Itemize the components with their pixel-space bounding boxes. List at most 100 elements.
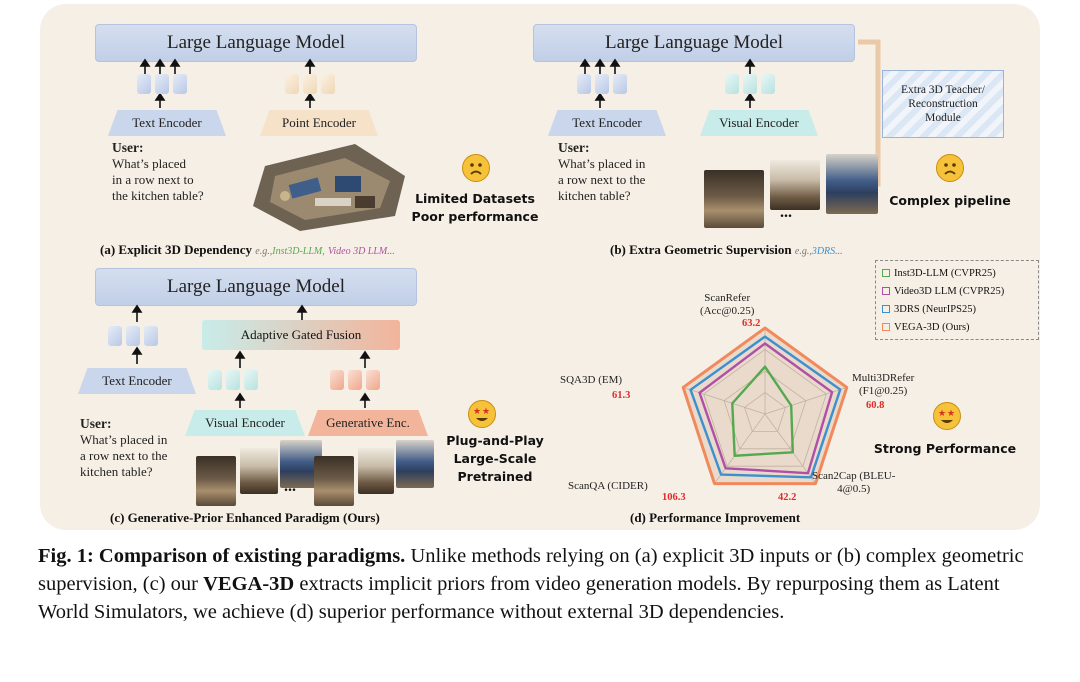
panel-b-note: Complex pipeline [889,193,1011,208]
query-line: kitchen table? [558,188,631,203]
axis-label-scan2cap: Scan2Cap (BLEU- 4@0.5) [812,470,895,496]
panel-d-note: Strong Performance [873,441,1017,456]
teacher-line: Module [925,112,961,124]
panel-b-text-encoder: Text Encoder [548,110,666,136]
panel-b-text-tokens [577,74,627,94]
legend-label: 3DRS (NeurIPS25) [894,303,976,315]
figure-caption-text: Unlike methods relying on (a) explicit 3… [38,545,1024,595]
axis-label-sqa3d: SQA3D (EM) [560,374,623,386]
axis-label-line: 4@0.5) [837,483,871,495]
panel-c-note: Plug-and-Play Large-Scale Pretrained [420,432,570,486]
radar-series-video3d-llm-cvpr25 [698,342,834,475]
panel-a-point-tokens [285,74,335,94]
radar-chart [681,326,849,486]
note-line: Plug-and-Play [446,433,544,448]
value-label-scanqa: 106.3 [662,492,686,503]
panel-c-generative-encoder: Generative Enc. [308,410,428,436]
svg-text:★: ★ [473,406,481,416]
figure-caption-bold: VEGA-3D [203,573,295,595]
legend-label: Video3D LLM (CVPR25) [894,285,1005,297]
note-line: Limited Datasets [415,191,535,206]
caption-text: (b) Extra Geometric Supervision [610,242,792,257]
panel-b-llm-box: Large Language Model [533,24,855,62]
panel-c-arrows [131,304,371,408]
panel-c-generative-tokens [330,370,380,390]
query-line: What’s placed [112,156,186,171]
user-label: User: [112,140,144,155]
panel-c-text-encoder: Text Encoder [78,368,196,394]
panel-b-caption: (b) Extra Geometric Supervision e.g.,3DR… [610,242,843,258]
axis-label-multi3drefer: Multi3DRefer (F1@0.25) [852,372,914,398]
panel-a-text-tokens [137,74,187,94]
panel-a-text-encoder: Text Encoder [108,110,226,136]
eg-label: e.g., [794,246,812,257]
axis-label-line: (Acc@0.25) [700,305,755,317]
radar-series-vega-3d-ours [681,326,849,486]
legend-item: VEGA-3D (Ours) [882,318,1032,336]
legend-label: Inst3D-LLM (CVPR25) [894,267,996,279]
eg-inst3d: Inst3D-LLM, [272,246,325,257]
panel-a-user-query: User: What’s placed in a row next to the… [112,140,204,204]
radar-grid-ring [744,392,786,432]
video-frame-image [314,456,354,506]
caption-text: (a) Explicit 3D Dependency [100,242,253,257]
eg-ellipsis: ... [387,246,395,257]
radar-series-inst3d-llm-cvpr25 [731,365,795,457]
video-frame-image [358,448,394,494]
value-label-scanrefer: 63.2 [742,318,761,329]
axis-label-scanrefer: ScanRefer (Acc@0.25) [700,292,754,318]
eg-video3d: Video 3D LLM [328,246,388,257]
panel-c-ellipsis: ... [284,478,296,495]
query-line: a row next to the [558,172,646,187]
panel-c-user-query: User: What’s placed in a row next to the… [80,416,167,480]
panel-c-text-tokens [108,326,158,346]
sad-face-icon [936,154,964,182]
query-line: kitchen table? [80,464,153,479]
panel-c-visual-tokens [208,370,258,390]
legend-item: Video3D LLM (CVPR25) [882,282,1032,300]
panel-c-visual-encoder: Visual Encoder [185,410,305,436]
query-line: a row next to the [80,448,168,463]
panel-b-user-query: User: What’s placed in a row next to the… [558,140,645,204]
svg-text:★: ★ [947,408,955,418]
figure-caption-text: extracts implicit priors from video gene… [38,573,1000,623]
figure-panel: Large Language Model Text Encoder Point … [40,4,1040,530]
panel-b-ellipsis: ... [780,204,792,221]
value-label-multi3drefer: 60.8 [866,400,885,411]
video-frame-image [196,456,236,506]
star-struck-face-icon: ★★ [933,402,961,430]
axis-label-line: Multi3DRefer [852,372,915,384]
star-struck-face-icon: ★★ [468,400,496,428]
radar-legend: Inst3D-LLM (CVPR25) Video3D LLM (CVPR25)… [875,260,1039,340]
eg-label: e.g., [255,246,273,257]
point-cloud-scene-image [253,144,405,231]
axis-label-line: (F1@0.25) [859,385,908,397]
value-label-sqa3d: 61.3 [612,390,631,401]
value-label-scan2cap: 42.2 [778,492,797,503]
panel-b-visual-tokens [725,74,775,94]
legend-item: 3DRS (NeurIPS25) [882,300,1032,318]
eg-ellipsis: ... [835,246,843,257]
query-line: the kitchen table? [112,188,204,203]
panel-a-llm-box: Large Language Model [95,24,417,62]
note-line: Poor performance [411,209,539,224]
video-frame-image [770,160,820,210]
radar-grid-ring [703,349,827,467]
panel-a-arrows [139,58,316,108]
axis-label-line: Scan2Cap (BLEU- [812,470,896,482]
figure-caption-label: Fig. 1: Comparison of existing paradigms… [38,545,406,567]
panel-a-point-encoder: Point Encoder [260,110,378,136]
teacher-module-box: Extra 3D Teacher/ Reconstruction Module [882,70,1004,138]
panel-a-note: Limited Datasets Poor performance [405,190,545,226]
teacher-line: Reconstruction [908,98,978,110]
axis-label-scanqa: ScanQA (CIDER) [568,480,648,492]
legend-label: VEGA-3D (Ours) [894,321,970,333]
panel-c-caption: (c) Generative-Prior Enhanced Paradigm (… [110,510,380,525]
legend-item: Inst3D-LLM (CVPR25) [882,264,1032,282]
teacher-line: Extra 3D Teacher/ [901,84,985,96]
video-frame-image [704,170,764,228]
adaptive-gated-fusion-box: Adaptive Gated Fusion [202,320,400,350]
radar-axis-line [714,413,766,484]
user-label: User: [558,140,590,155]
panel-d-caption: (d) Performance Improvement [630,510,801,525]
